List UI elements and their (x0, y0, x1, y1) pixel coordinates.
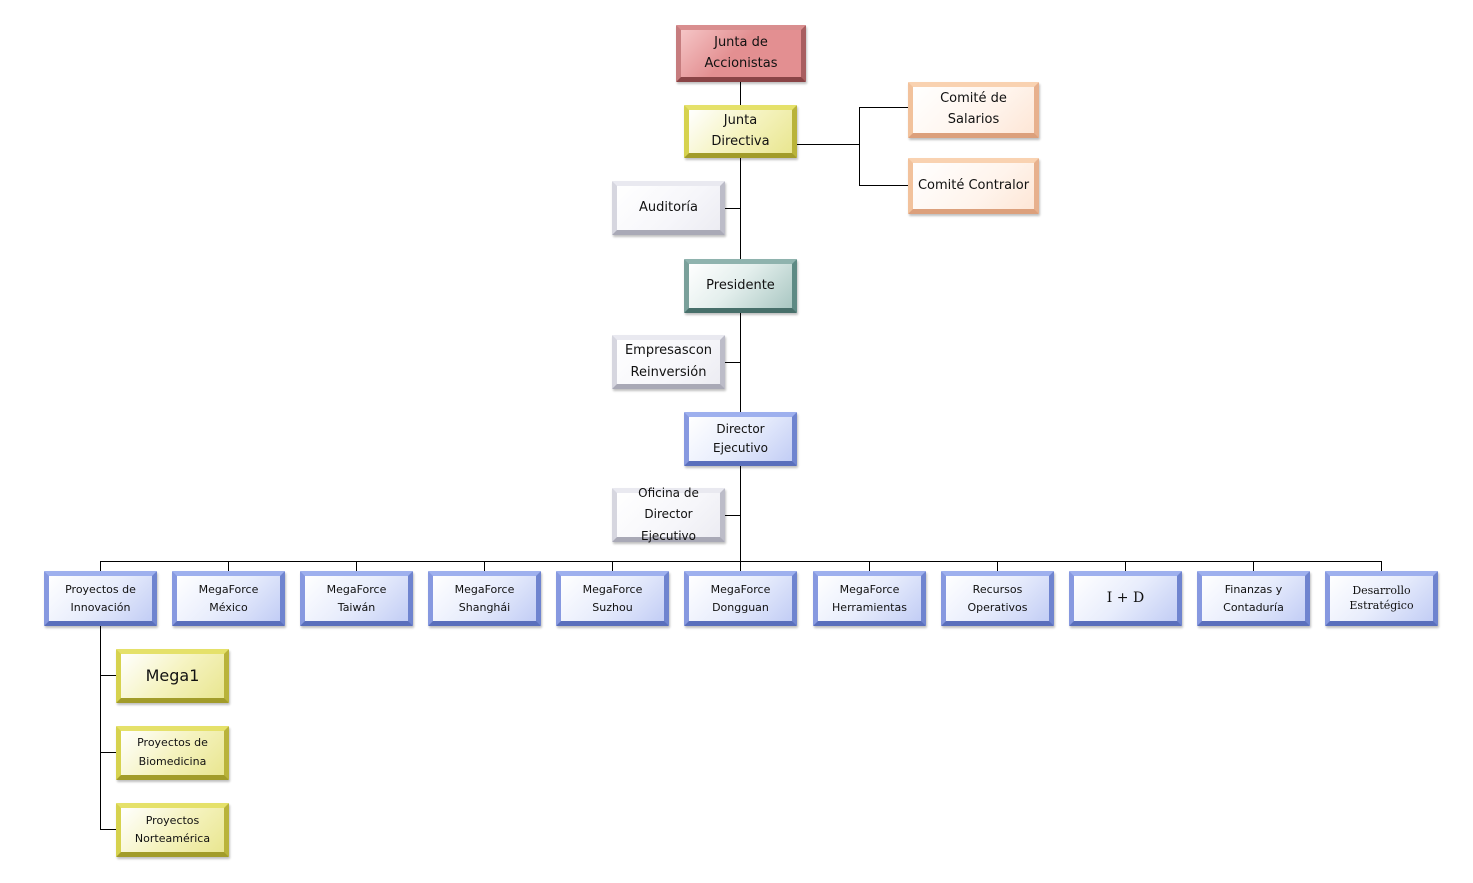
node-label: Proyectos de Innovación (65, 582, 136, 614)
connector-line (724, 362, 740, 363)
node-label: Proyectos de Biomedicina (137, 736, 208, 768)
node-proyectos-innovacion[interactable]: Proyectos de Innovación (44, 571, 157, 626)
connector-line (740, 466, 741, 561)
node-comite-salarios[interactable]: Comité de Salarios (908, 82, 1039, 138)
node-label: Oficina de Director Ejecutivo (638, 485, 699, 543)
connector-line (228, 561, 229, 572)
connector-line (484, 561, 485, 572)
node-label: Finanzas y Contaduría (1223, 582, 1284, 614)
node-label: Recursos Operativos (967, 582, 1028, 614)
connector-line (740, 158, 741, 260)
node-presidente[interactable]: Presidente (684, 259, 797, 313)
node-label: Presidente (706, 277, 775, 293)
connector-line (100, 829, 117, 830)
node-junta-directiva[interactable]: Junta Directiva (684, 105, 797, 158)
connector-line (859, 185, 909, 186)
node-label: Junta de Accionistas (704, 34, 778, 71)
connector-line (356, 561, 357, 572)
connector-line (100, 561, 1382, 562)
node-proyectos-norteamerica[interactable]: Proyectos Norteamérica (116, 803, 229, 857)
connector-line (612, 561, 613, 572)
node-director-ejecutivo[interactable]: Director Ejecutivo (684, 412, 797, 466)
node-comite-contralor[interactable]: Comité Contralor (908, 158, 1039, 214)
connector-line (869, 561, 870, 572)
node-megaforce-mexico[interactable]: MegaForce México (172, 571, 285, 626)
node-label: Auditoría (639, 199, 698, 215)
node-finanzas-contaduria[interactable]: Finanzas y Contaduría (1197, 571, 1310, 626)
connector-line (100, 752, 117, 753)
connector-line (859, 107, 909, 108)
connector-line (1381, 561, 1382, 572)
node-label: MegaForce México (198, 582, 259, 614)
connector-line (796, 144, 859, 145)
connector-line (100, 561, 101, 572)
node-megaforce-shanghai[interactable]: MegaForce Shanghái (428, 571, 541, 626)
node-empresas-reinversion[interactable]: Empresascon Reinversión (612, 335, 725, 389)
node-megaforce-suzhou[interactable]: MegaForce Suzhou (556, 571, 669, 626)
node-mega1[interactable]: Mega1 (116, 649, 229, 703)
node-label: MegaForce Suzhou (582, 582, 643, 614)
node-proyectos-biomedicina[interactable]: Proyectos de Biomedicina (116, 726, 229, 780)
node-megaforce-herramientas[interactable]: MegaForce Herramientas (813, 571, 926, 626)
node-label: Junta Directiva (711, 112, 770, 149)
node-label: I + D (1106, 590, 1145, 607)
node-oficina-director[interactable]: Oficina de Director Ejecutivo (612, 486, 725, 543)
node-auditoria[interactable]: Auditoría (612, 181, 725, 235)
node-recursos-operativos[interactable]: Recursos Operativos (941, 571, 1054, 626)
node-junta-accionistas[interactable]: Junta de Accionistas (676, 25, 806, 82)
connector-line (724, 208, 740, 209)
connector-line (100, 625, 101, 830)
node-label: MegaForce Shanghái (454, 582, 515, 614)
node-megaforce-dongguan[interactable]: MegaForce Dongguan (684, 571, 797, 626)
connector-line (1125, 561, 1126, 572)
node-label: MegaForce Dongguan (710, 582, 771, 614)
connector-line (740, 82, 741, 106)
connector-line (859, 107, 860, 185)
connector-line (997, 561, 998, 572)
node-label: Comité Contralor (917, 177, 1030, 193)
connector-line (740, 312, 741, 414)
node-label: Mega1 (145, 666, 200, 686)
node-i-d[interactable]: I + D (1069, 571, 1182, 626)
node-label: Comité de Salarios (940, 91, 1007, 127)
connector-line (100, 675, 117, 676)
connector-line (724, 515, 740, 516)
node-label: Proyectos Norteamérica (134, 814, 211, 845)
connector-line (1253, 561, 1254, 572)
node-desarrollo-estrategico[interactable]: Desarrollo Estratégico (1325, 571, 1438, 626)
node-label: MegaForce Herramientas (832, 582, 907, 614)
node-label: Director Ejecutivo (713, 421, 768, 455)
node-megaforce-taiwan[interactable]: MegaForce Taiwán (300, 571, 413, 626)
node-label: Desarrollo Estratégico (1349, 584, 1414, 612)
node-label: Empresascon Reinversión (624, 342, 713, 380)
node-label: MegaForce Taiwán (326, 582, 387, 614)
connector-line (740, 561, 741, 572)
